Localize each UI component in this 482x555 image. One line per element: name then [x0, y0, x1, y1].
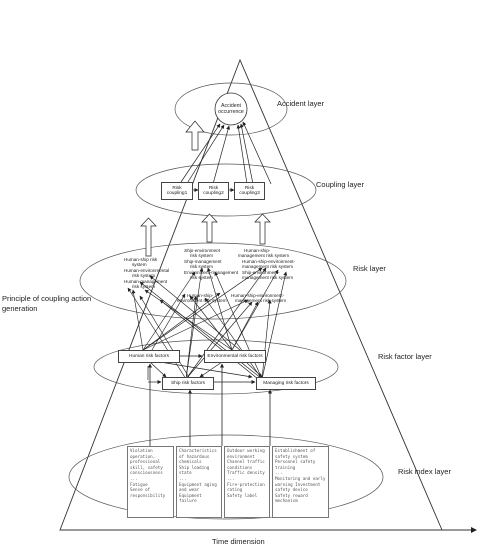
risk-system-line: Human-ship-	[244, 248, 271, 253]
risk-system-line: Human-management	[124, 278, 168, 284]
risk-factor-ellipse	[93, 339, 339, 395]
accident-node-label: Accident occurrence	[218, 103, 244, 115]
principle-label: Principle of coupling action generation	[2, 294, 92, 313]
factor-interlinks	[147, 354, 263, 384]
accident-ellipse	[174, 82, 288, 136]
risk-system-line: Human-ship-	[187, 293, 214, 298]
risk-index-box-management: Establishment of safety system Personnel…	[272, 446, 329, 518]
factor-to-risk-links	[127, 267, 288, 380]
risk-system-line: environment risk system	[177, 298, 227, 304]
coupling-to-accident-arrows	[178, 121, 272, 186]
risk-system-line: risk system	[132, 284, 155, 290]
risk-system-line: Environment-management	[184, 269, 239, 275]
risk-coupling-1-box: Risk coupling1	[161, 182, 193, 200]
environmental-risk-factors-box: Environmental risk factors	[204, 350, 266, 363]
risk-system-line: Ship-environment-	[242, 269, 280, 275]
risk-system-line: management risk system	[235, 298, 287, 304]
risk-systems-lower-left: Human-ship- environment risk system	[177, 293, 233, 304]
accident-layer-label: Accident layer	[277, 99, 325, 108]
risk-coupling-2-box: Risk coupling2	[198, 182, 229, 200]
hollow-arrow-accident	[185, 120, 205, 151]
risk-system-line: risk system	[190, 253, 213, 259]
ship-risk-factors-box: Ship risk factors	[162, 377, 214, 390]
managing-risk-factors-box: Managing risk factors	[256, 377, 316, 390]
risk-system-line: risk system	[190, 275, 213, 281]
risk-to-coupling-arrows	[140, 213, 271, 257]
time-dimension-label: Time dimension	[212, 537, 265, 546]
human-risk-factors-box: Human risk factors	[118, 350, 180, 363]
risk-system-line: risk system	[190, 264, 213, 270]
risk-system-line: Human-ship risk	[124, 257, 158, 262]
risk-systems-left: Human-ship risk system Human-environment…	[124, 257, 184, 289]
risk-index-ellipse	[68, 434, 384, 520]
risk-system-line: Ship-management	[184, 258, 222, 264]
risk-system-line: management risk system	[242, 264, 294, 270]
risk-layer-label: Risk layer	[353, 264, 386, 273]
risk-systems-right: Human-ship- management risk system Human…	[238, 248, 302, 280]
risk-factor-layer-label: Risk factor layer	[378, 352, 432, 361]
index-to-factor-arrows	[148, 363, 272, 446]
accident-node	[214, 92, 248, 126]
risk-index-box-environment: Outdoor working environment Channel traf…	[224, 446, 270, 518]
risk-index-box-human: Violation operation, professional skill,…	[127, 446, 174, 518]
risk-system-line: management risk system	[242, 275, 294, 281]
risk-system-line: Human-environmental	[124, 267, 170, 273]
risk-system-line: Ship-environment	[184, 248, 221, 253]
risk-system-line: Human-ship-environment-	[242, 258, 296, 264]
risk-system-line: management risk system	[238, 253, 290, 259]
risk-system-line: system	[132, 262, 147, 268]
risk-index-layer-label: Risk index layer	[398, 467, 451, 476]
coupling-ellipse	[135, 163, 317, 217]
coupling-layer-label: Coupling layer	[316, 180, 364, 189]
risk-ellipse	[79, 242, 347, 320]
risk-systems-lower-right: Human-ship-environment- management risk …	[231, 293, 297, 304]
risk-system-line: risk system	[132, 273, 155, 279]
risk-system-line: Human-ship-environment-	[231, 293, 285, 298]
risk-systems-center: Ship-environment risk system Ship-manage…	[184, 248, 244, 280]
risk-coupling-3-box: Risk coupling3	[234, 182, 265, 200]
risk-index-box-ship: Characteristics of hazardous chemicals S…	[176, 446, 222, 518]
